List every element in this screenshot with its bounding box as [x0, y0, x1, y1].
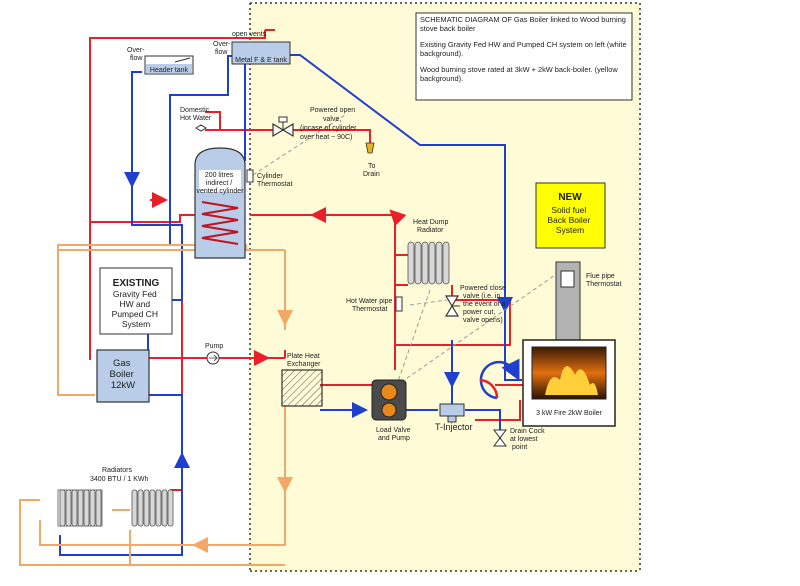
note-title: SCHEMATIC DIAGRAM OF Gas Boiler linked t… [420, 16, 626, 33]
radiator-pipes [19, 244, 293, 566]
fe-tank-box [231, 41, 291, 65]
powered-close-valve-label: Powered close valve (i.e. in the event o… [460, 285, 508, 324]
stove-label: 3 kW Fire 2kW Boiler [536, 410, 602, 417]
existing-lines: Gravity Fed HW and Pumped CH System [112, 289, 161, 329]
circulation-arrow [479, 358, 520, 400]
t-injector-label: T-Injector [435, 422, 473, 432]
plate-heat-exchanger [281, 369, 323, 407]
new-lines: Solid fuel Back Boiler System [547, 205, 592, 235]
header-float-arm [174, 57, 191, 63]
open-vents-label: open vents [232, 31, 267, 38]
heat-dump-radiator [407, 241, 450, 285]
existing-system-box [99, 267, 173, 335]
new-system-box [535, 182, 606, 249]
pump-label: Pump [205, 343, 223, 350]
gas-boiler-label: Gas Boiler 12kW [110, 358, 137, 391]
existing-title: EXISTING [113, 278, 160, 289]
powered-open-valve [272, 116, 294, 138]
t-injector [439, 403, 465, 417]
tap-icon [195, 124, 207, 132]
drain-cock [493, 429, 507, 447]
fe-tank-label: Metal F & E tank [235, 57, 287, 64]
wood-stove [522, 261, 616, 427]
powered-open-valve-label: Powered open valve, (incase of cylinder … [300, 107, 358, 141]
radiator-left [57, 489, 103, 527]
cylinder-thermostat [246, 169, 254, 183]
new-title: NEW [558, 192, 582, 203]
overflow-left-label: Over-flow [127, 47, 145, 62]
hot-water-pipe-thermostat [395, 296, 403, 312]
drain-outlet-icon [365, 142, 375, 154]
header-tank-label: Header tank [150, 67, 189, 74]
note-existing: Existing Gravity Fed HW and Pumped CH sy… [420, 40, 627, 58]
radiators-label: Radiators 3400 BTU / 1 KWh [90, 467, 148, 483]
note-wood: Wood burning stove rated at 3kW + 2kW ba… [420, 65, 618, 83]
cylinder-label: 200 litres indirect / vented cylinder [196, 172, 244, 195]
header-tank-water [146, 64, 192, 73]
drain-cock-label: Drain Cock at lowest point [510, 428, 547, 451]
radiator-right [131, 489, 174, 527]
overflow-mid-label: Over-flow [213, 41, 231, 56]
description-note [415, 12, 633, 101]
gas-boiler [96, 349, 150, 403]
powered-close-valve [444, 295, 460, 317]
hot-water-cylinder [194, 147, 246, 259]
load-valve-pump [371, 379, 407, 421]
control-wires [252, 114, 566, 391]
